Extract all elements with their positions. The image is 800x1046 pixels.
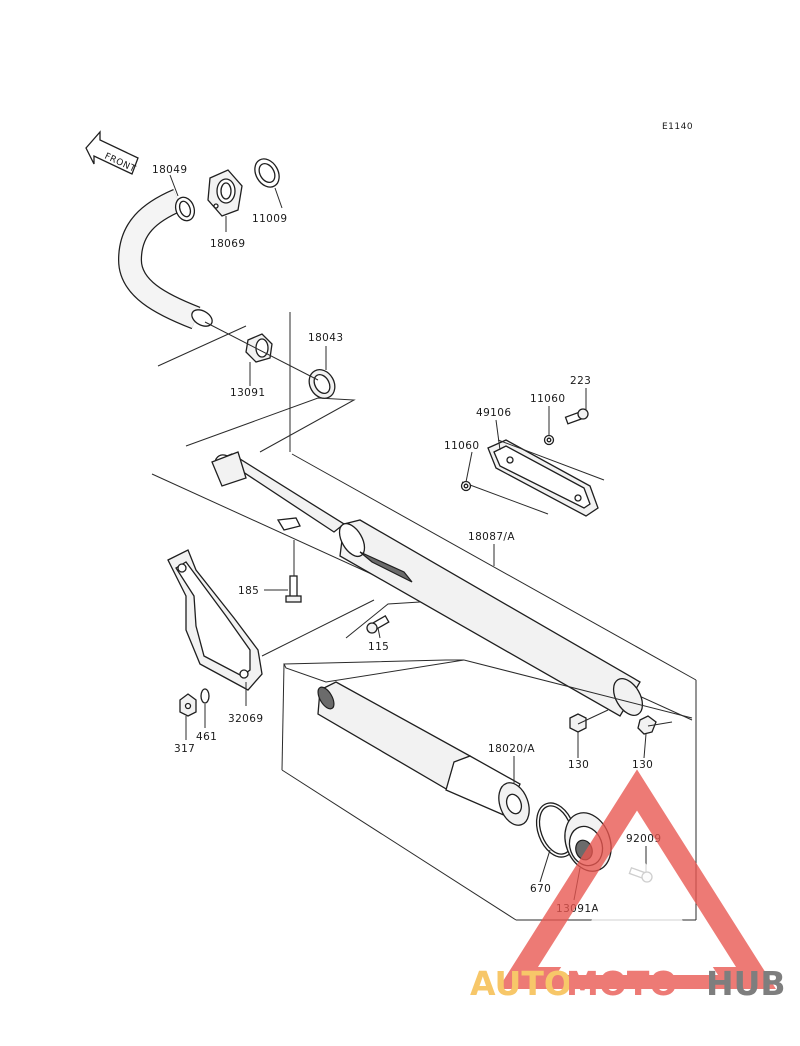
label-p11009: 11009	[252, 213, 287, 225]
label-p115: 115	[368, 641, 389, 653]
label-p130b: 130	[632, 759, 653, 771]
silencer	[317, 681, 530, 826]
bolt-223	[564, 408, 589, 425]
header-pipe	[117, 188, 213, 330]
bolt-115	[366, 615, 390, 634]
label-p670: 670	[530, 883, 551, 895]
label-p49106: 49106	[476, 407, 511, 419]
front-arrow-icon: FRONT	[85, 130, 139, 175]
watermark-logo: AUTO MOTO HUB	[470, 769, 786, 1003]
muffler-bracket	[167, 549, 263, 691]
watermark-hub: HUB	[706, 964, 786, 1003]
heat-guard-plate	[461, 439, 605, 517]
label-p18020A: 18020/A	[488, 743, 535, 755]
bolt-130-a	[569, 713, 587, 733]
warning-triangle-icon	[498, 769, 776, 989]
washer-11060-b	[460, 480, 472, 492]
bolt-185	[285, 575, 302, 603]
label-p185: 185	[238, 585, 259, 597]
pipe-nut	[245, 333, 273, 363]
label-p18069: 18069	[210, 238, 245, 250]
label-p18049: 18049	[152, 164, 187, 176]
label-p92009: 92009	[626, 833, 661, 845]
label-p461: 461	[196, 731, 217, 743]
label-p223: 223	[570, 375, 591, 387]
exhaust-flange	[207, 169, 243, 217]
label-p18087A: 18087/A	[468, 531, 515, 543]
label-p317: 317	[174, 743, 195, 755]
muffler-body	[151, 451, 697, 721]
label-p11060b: 11060	[444, 440, 479, 452]
diagram-code: E1140	[662, 122, 693, 132]
watermark-moto: MOTO	[566, 964, 677, 1003]
label-p130a: 130	[568, 759, 589, 771]
label-p32069: 32069	[228, 713, 263, 725]
label-p11060a: 11060	[530, 393, 565, 405]
watermark-auto: AUTO	[470, 964, 572, 1003]
bolt-130-b	[637, 715, 657, 735]
exhaust-gasket	[254, 158, 280, 188]
washer-11060-a	[543, 434, 555, 446]
washer-461	[200, 688, 210, 704]
label-p18043: 18043	[308, 332, 343, 344]
nut-317	[179, 693, 197, 717]
label-p13091: 13091	[230, 387, 265, 399]
pipe-clamp	[308, 369, 336, 399]
